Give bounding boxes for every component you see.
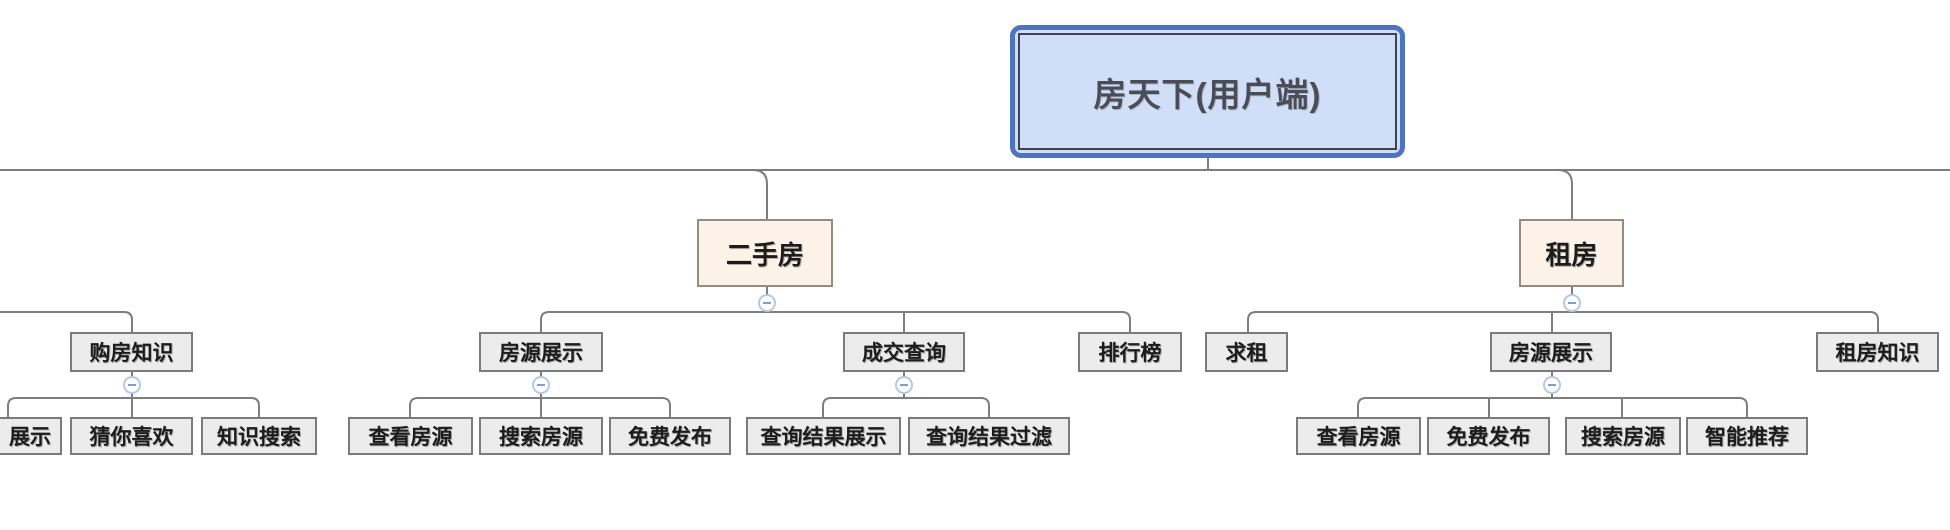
purchase-knowledge-node[interactable]: 购房知识 (70, 332, 193, 372)
guess-you-like-node[interactable]: 猜你喜欢 (70, 417, 193, 455)
second-hand-house-node[interactable]: 二手房 (697, 219, 833, 287)
deal-query-label: 成交查询 (862, 342, 946, 365)
search-listings-node[interactable]: 搜索房源 (479, 417, 603, 455)
collapse-button-rent[interactable] (1563, 294, 1581, 312)
ranking-label: 排行榜 (1098, 342, 1162, 365)
connector-rent-children-rail (1247, 311, 1879, 332)
display-label: 展示 (9, 426, 51, 449)
rent-search-listings-label: 搜索房源 (1581, 426, 1665, 449)
rent-knowledge-node[interactable]: 租房知识 (1816, 332, 1939, 372)
smart-recommend-node[interactable]: 智能推荐 (1686, 417, 1808, 455)
view-listings-node[interactable]: 查看房源 (348, 417, 473, 455)
connector-secondhand-drop (752, 169, 768, 219)
rent-house-label: 租房 (1545, 239, 1598, 270)
rent-view-listings-label: 查看房源 (1316, 426, 1401, 449)
deal-query-node[interactable]: 成交查询 (843, 332, 965, 372)
query-result-filter-node[interactable]: 查询结果过滤 (908, 417, 1070, 455)
display-node-clipped[interactable]: 展示 (0, 417, 62, 455)
smart-recommend-label: 智能推荐 (1705, 426, 1789, 449)
collapse-button-secondhand[interactable] (758, 294, 776, 312)
ranking-node[interactable]: 排行榜 (1078, 332, 1182, 372)
collapse-button-deal-query[interactable] (895, 376, 913, 394)
rent-house-node[interactable]: 租房 (1519, 219, 1624, 287)
connector-rent-drop (1557, 169, 1573, 219)
search-listings-label: 搜索房源 (499, 426, 583, 449)
free-publish-node[interactable]: 免费发布 (609, 417, 731, 455)
rent-free-publish-node[interactable]: 免费发布 (1427, 417, 1550, 455)
collapse-button-purchase-knowledge[interactable] (123, 376, 141, 394)
connector-listing-display-rail (409, 397, 671, 417)
connector-purchase-knowledge-rail (7, 397, 260, 417)
seek-rent-node[interactable]: 求租 (1205, 332, 1288, 372)
query-result-filter-label: 查询结果过滤 (926, 426, 1052, 449)
connector-rent-listing-rail (1357, 397, 1748, 417)
guess-you-like-label: 猜你喜欢 (89, 426, 174, 449)
rent-search-listings-node[interactable]: 搜索房源 (1565, 417, 1681, 455)
collapse-button-listing-display[interactable] (532, 376, 550, 394)
free-publish-label: 免费发布 (628, 426, 712, 449)
rent-view-listings-node[interactable]: 查看房源 (1296, 417, 1421, 455)
connector-left-partial-rail (0, 311, 133, 332)
root-node[interactable]: 房天下(用户端) (1010, 25, 1405, 158)
root-node-label: 房天下(用户端) (1018, 33, 1397, 150)
listing-display-node[interactable]: 房源展示 (479, 332, 603, 372)
seek-rent-label: 求租 (1225, 342, 1268, 365)
query-result-display-node[interactable]: 查询结果展示 (746, 417, 901, 455)
purchase-knowledge-label: 购房知识 (89, 342, 174, 365)
connector-secondhand-children-rail (540, 311, 1131, 332)
rent-listing-display-node[interactable]: 房源展示 (1490, 332, 1612, 372)
collapse-button-rent-listing-display[interactable] (1543, 376, 1561, 394)
view-listings-label: 查看房源 (368, 426, 453, 449)
connector-deal-query-rail (822, 397, 990, 417)
query-result-display-label: 查询结果展示 (760, 426, 887, 449)
rent-listing-display-label: 房源展示 (1509, 342, 1593, 365)
rent-knowledge-label: 租房知识 (1835, 342, 1920, 365)
rent-free-publish-label: 免费发布 (1446, 426, 1531, 449)
knowledge-search-node[interactable]: 知识搜索 (201, 417, 317, 455)
knowledge-search-label: 知识搜索 (217, 426, 301, 449)
second-hand-house-label: 二手房 (725, 239, 804, 270)
listing-display-label: 房源展示 (499, 342, 583, 365)
